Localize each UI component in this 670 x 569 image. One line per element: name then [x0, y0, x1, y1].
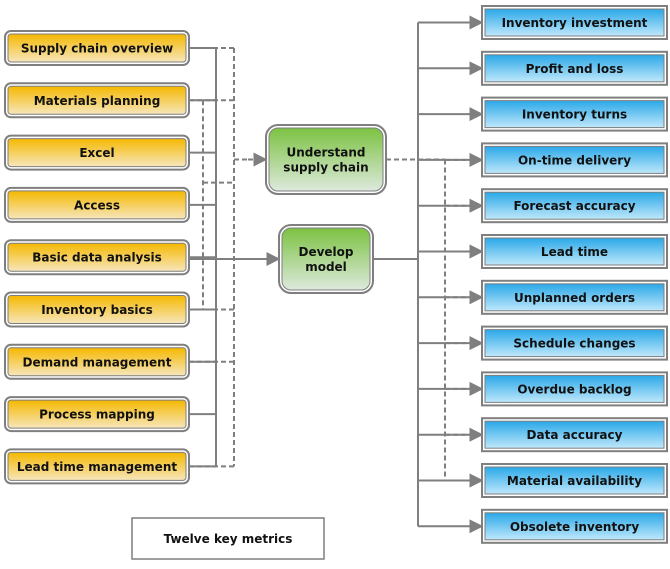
metric-box-forecast-accuracy: Forecast accuracy	[481, 188, 668, 224]
metric-box-unplanned-orders: Unplanned orders	[481, 279, 668, 315]
skill-box-lead-time-management: Lead time management	[4, 448, 190, 485]
metric-box-inventory-investment: Inventory investment	[481, 5, 668, 40]
skill-box-demand-management: Demand management	[4, 343, 190, 380]
skill-label: Supply chain overview	[21, 42, 173, 56]
metric-box-on-time-delivery: On-time delivery	[481, 142, 668, 178]
skill-label: Inventory basics	[41, 303, 153, 317]
hub-label-line: Develop	[298, 245, 353, 259]
caption-box: Twelve key metrics	[131, 517, 325, 560]
skill-box-materials-planning: Materials planning	[4, 82, 190, 119]
skill-box-process-mapping: Process mapping	[4, 396, 190, 433]
skill-label: Excel	[79, 146, 114, 160]
metric-box-material-availability: Material availability	[481, 463, 668, 498]
metric-box-overdue-backlog: Overdue backlog	[481, 371, 668, 407]
skill-label: Materials planning	[34, 94, 161, 108]
metric-label: Data accuracy	[527, 428, 623, 442]
skill-label: Access	[74, 198, 120, 212]
skill-label: Lead time management	[17, 460, 177, 474]
skill-label: Basic data analysis	[32, 251, 162, 265]
skill-label: Demand management	[23, 355, 172, 369]
skill-label: Process mapping	[39, 408, 155, 422]
hub-label-line: model	[305, 260, 347, 274]
metric-box-obsolete-inventory: Obsolete inventory	[481, 508, 668, 544]
metric-label: Inventory investment	[502, 16, 648, 30]
metric-box-profit-and-loss: Profit and loss	[481, 50, 668, 86]
metric-box-inventory-turns: Inventory turns	[481, 96, 668, 132]
metric-label: Schedule changes	[513, 337, 635, 351]
metric-label: Unplanned orders	[514, 291, 635, 305]
skill-box-inventory-basics: Inventory basics	[4, 291, 190, 328]
metric-label: Forecast accuracy	[513, 199, 635, 213]
metric-box-lead-time: Lead time	[481, 234, 668, 269]
metric-label: Overdue backlog	[517, 382, 631, 396]
metric-label: Profit and loss	[526, 62, 624, 76]
hub-label-line: Understand	[286, 146, 365, 160]
skill-box-supply-chain-overview: Supply chain overview	[4, 30, 190, 66]
metric-box-schedule-changes: Schedule changes	[481, 325, 668, 361]
caption-text: Twelve key metrics	[164, 532, 293, 546]
metric-label: Material availability	[507, 474, 642, 488]
connector-lines	[189, 15, 484, 534]
metric-box-data-accuracy: Data accuracy	[481, 417, 668, 453]
metric-label: On-time delivery	[518, 153, 631, 167]
skill-box-access: Access	[4, 186, 190, 223]
skill-box-basic-data-analysis: Basic data analysis	[4, 239, 190, 276]
metric-label: Lead time	[541, 245, 608, 259]
metric-label: Inventory turns	[522, 108, 627, 122]
skill-box-excel: Excel	[4, 134, 190, 171]
hub-label-line: supply chain	[283, 161, 368, 175]
metric-label: Obsolete inventory	[510, 520, 640, 534]
